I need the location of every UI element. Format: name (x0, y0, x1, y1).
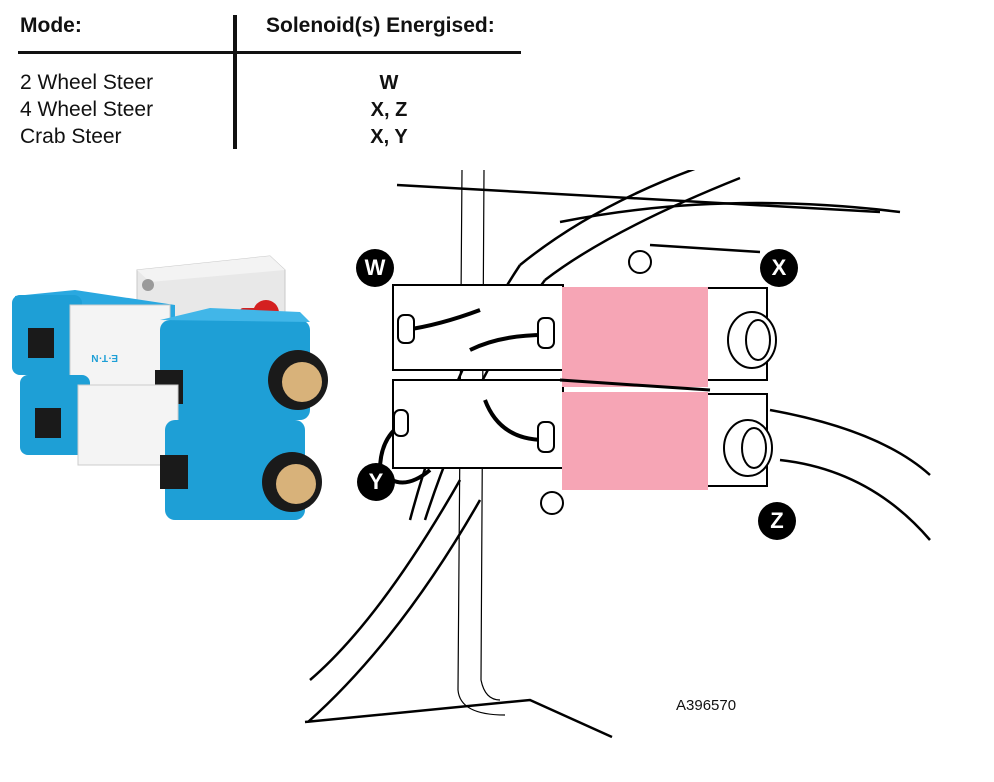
solenoid-cell: X, Z (370, 99, 408, 121)
solenoid-valve-photo: E·T·N (12, 255, 328, 520)
solenoid-cell: W (379, 72, 399, 94)
end-caps (540, 250, 777, 515)
energised-highlight (559, 287, 711, 490)
lower-valve (20, 375, 322, 520)
valve-block (392, 284, 768, 487)
solenoid-location-drawing (304, 170, 931, 739)
mode-cell: Crab Steer (20, 125, 122, 148)
column-divider (233, 15, 237, 149)
callout-x: X (760, 249, 798, 287)
mode-cell: 2 Wheel Steer (20, 71, 154, 94)
callout-z: Z (758, 502, 796, 540)
solenoid-mode-table: Mode: Solenoid(s) Energised: 2 Wheel Ste… (0, 0, 530, 160)
upper-valve: E·T·N (12, 290, 328, 420)
solenoid-cell: X, Y (370, 126, 408, 148)
solenoids-header: Solenoid(s) Energised: (266, 14, 495, 37)
mode-header: Mode: (20, 14, 82, 37)
frame-lines (457, 170, 506, 716)
brand-label: E·T·N (91, 352, 118, 363)
connectors (393, 314, 555, 453)
callout-w: W (356, 249, 394, 287)
header-divider (18, 51, 521, 54)
mode-cell: 4 Wheel Steer (20, 98, 154, 121)
callout-y: Y (357, 463, 395, 501)
figure-reference: A396570 (676, 697, 737, 714)
